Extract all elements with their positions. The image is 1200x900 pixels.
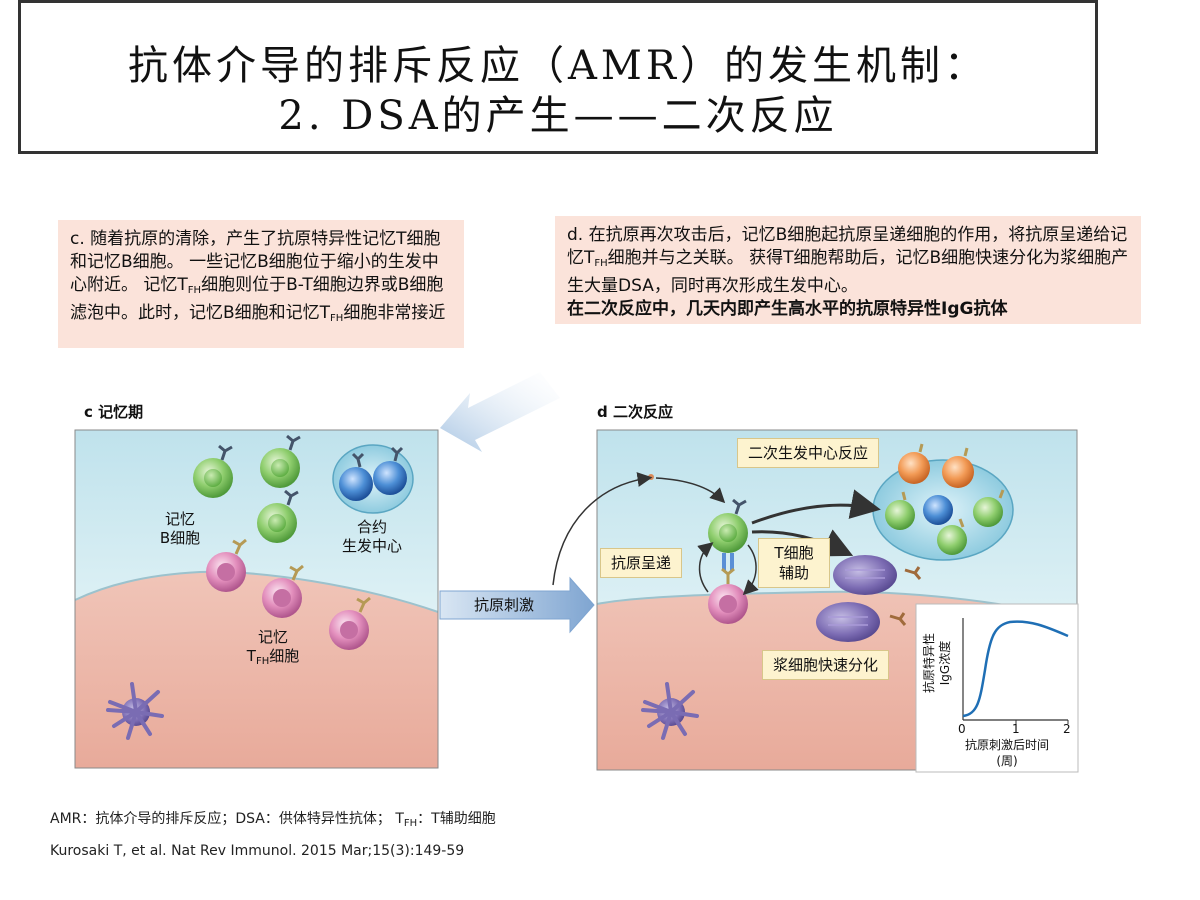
inset-tick-1: 1 [1012,722,1020,736]
memory-tfh-cell-d [708,567,748,624]
t-help-l2: 辅助 [778,564,809,582]
gc-b-cell [339,446,407,501]
title-box: 抗体介导的排斥反应（AMR）的发生机制： 2. DSA的产生——二次反应 [18,0,1098,154]
antigen-particle [648,474,654,480]
description-secondary-response: d. 在抗原再次攻击后，记忆B细胞起抗原呈递细胞的作用，将抗原呈递给记忆TFH细… [555,216,1141,324]
memory-b-label-l1: 记忆 [164,510,195,528]
citation: Kurosaki T, et al. Nat Rev Immunol. 2015… [50,843,465,859]
antigen-stimulation-label: 抗原刺激 [473,596,534,614]
transition-arrow [440,372,560,452]
tfh-label-sub: FH [255,656,270,667]
desc-d-sub1: FH [594,258,608,269]
antigen-presentation-label: 抗原呈递 [600,548,683,578]
inset-tick-2: 2 [1063,722,1071,736]
secondary-gc-reaction-label: 二次生发中心反应 [737,438,880,468]
memory-b-label-l2: B细胞 [159,529,201,547]
plasma-cell-differentiation-label: 浆细胞快速分化 [762,650,890,680]
desc-d-text2: 细胞并与之关联。 获得T细胞帮助后，记忆B细胞快速分化为浆细胞产生大量DSA，同… [567,248,1129,296]
abbr-text2: ：T辅助细胞 [417,811,496,827]
plasma-cells [816,555,922,642]
inset-xlabel-l1: 抗原刺激后时间 [964,738,1049,752]
tfh-label-rest: 细胞 [269,647,300,665]
panel-d-heading: d 二次反应 [597,403,673,421]
inset-tick-0: 0 [958,722,966,736]
inset-chart [915,603,1079,773]
t-cell-help-label: T细胞 辅助 [758,538,830,588]
gc-label-l1: 合约 [356,518,387,536]
desc-d-bold: 在二次反应中，几天内即产生高水平的抗原特异性IgG抗体 [567,299,1008,319]
dendritic-cell [106,682,164,740]
panel-c-illustration [74,429,439,769]
memory-tfh-cells [206,538,371,650]
gc-label-l2: 生发中心 [341,537,402,555]
inset-ylabel-l2: IgG浓度 [938,640,952,686]
memory-b-cells [193,434,301,543]
dendritic-cell-d [641,682,699,740]
desc-c-text1: c. 随着抗原的清除，产生了抗原特异性记忆T细胞和记忆B细胞。 一些记忆B细胞位… [70,229,441,295]
memory-b-cell-label: 记忆 B细胞 [150,510,210,548]
inset-xlabel: 抗原刺激后时间 (周) [940,737,1074,769]
abbr-text1: AMR：抗体介导的排斥反应；DSA：供体特异性抗体； T [50,811,404,827]
panel-c-heading: c 记忆期 [84,403,144,421]
gc-cells [885,443,1005,555]
tfh-label-l2: TFH细胞 [238,647,308,671]
panel-d-illustration [552,429,1079,773]
desc-c-text2: 细胞则位于B-T细胞边界或B细胞滤泡中。此时，记忆B细胞和记忆T [70,275,444,323]
title-line1: 抗体介导的排斥反应（AMR）的发生机制： [128,43,988,89]
desc-c-text3: 细胞非常接近 [343,303,446,323]
abbr-sub: FH [403,818,418,829]
tfh-label-l1: 记忆 [257,628,288,646]
t-help-l1: T细胞 [774,544,814,562]
memory-tfh-label: 记忆 TFH细胞 [238,628,308,671]
desc-d-text1: d. 在抗原再次攻击后，记忆B细胞起抗原呈递细胞的作用，将抗原呈递给记忆T [567,225,1128,268]
description-memory-phase: c. 随着抗原的清除，产生了抗原特异性记忆T细胞和记忆B细胞。 一些记忆B细胞位… [58,220,464,348]
memory-b-cell-apc [708,498,748,571]
desc-c-sub1: FH [187,285,202,296]
inset-ylabel: 抗原特异性 IgG浓度 [921,618,963,708]
abbreviations-footnote: AMR：抗体介导的排斥反应；DSA：供体特异性抗体； TFH：T辅助细胞 [50,808,496,829]
desc-c-sub2: FH [330,313,344,324]
inset-ylabel-l1: 抗原特异性 [922,633,936,694]
title-line2: 2. DSA的产生——二次反应 [278,93,838,139]
tfh-label-t: T [246,647,256,665]
antigen-stimulation-arrow [439,576,595,634]
inset-xlabel-l2: (周) [996,754,1018,768]
contracted-gc-label: 合约 生发中心 [330,518,414,556]
